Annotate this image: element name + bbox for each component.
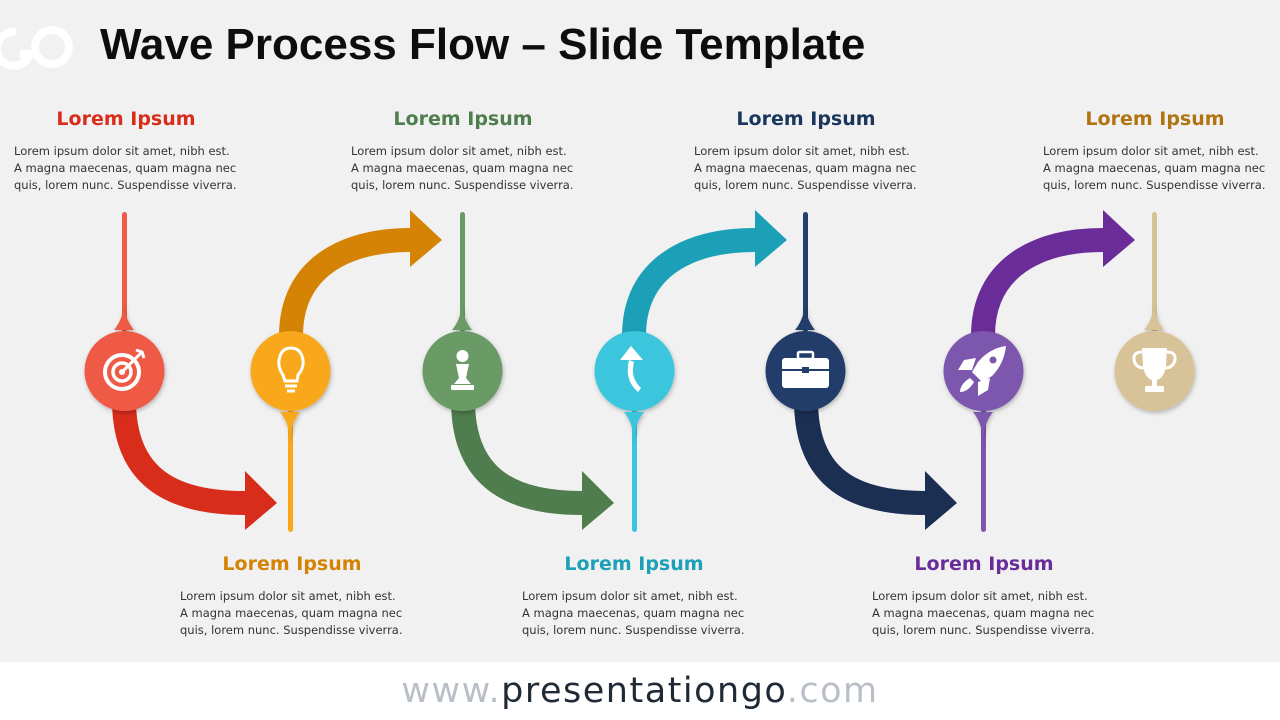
- flow-arrow-3: [451, 399, 583, 515]
- footer-url-suffix: .com: [786, 671, 879, 711]
- step-5-line-1: Lorem ipsum dolor sit amet, nibh est.: [694, 144, 910, 158]
- slide-title: Wave Process Flow – Slide Template: [100, 20, 866, 69]
- step-3-line-3: quis, lorem nunc. Suspendisse viverra.: [351, 178, 574, 192]
- footer-url[interactable]: www.presentationgo.com: [401, 671, 878, 711]
- step-7-line-1: Lorem ipsum dolor sit amet, nibh est.: [1043, 144, 1259, 158]
- step-4-line-1: Lorem ipsum dolor sit amet, nibh est.: [522, 589, 738, 603]
- step-4-heading: Lorem Ipsum: [564, 553, 704, 575]
- step-6-line-3: quis, lorem nunc. Suspendisse viverra.: [872, 623, 1095, 637]
- flow-arrow-head-6: [1103, 210, 1135, 267]
- step-2-line-2: A magna maecenas, quam magna nec: [180, 606, 403, 620]
- target-icon: [103, 348, 146, 391]
- curved-arrow-icon: [620, 346, 643, 392]
- step-6-line-2: A magna maecenas, quam magna nec: [872, 606, 1095, 620]
- briefcase-icon: [782, 350, 829, 388]
- step-2-line-3: quis, lorem nunc. Suspendisse viverra.: [180, 623, 403, 637]
- step-3-line-1: Lorem ipsum dolor sit amet, nibh est.: [351, 144, 567, 158]
- step-5-heading: Lorem Ipsum: [736, 108, 876, 130]
- wave-process-diagram: [84, 210, 1195, 532]
- flow-arrow-4: [622, 228, 756, 337]
- flow-arrow-head-3: [582, 471, 614, 530]
- stem-7: [1152, 212, 1157, 332]
- flow-arrow-head-4: [755, 210, 787, 267]
- slide-canvas: Wave Process Flow – Slide Template: [0, 20, 1275, 639]
- stem-1: [122, 212, 127, 332]
- step-7-line-3: quis, lorem nunc. Suspendisse viverra.: [1043, 178, 1266, 192]
- flow-arrow-head-5: [925, 471, 957, 530]
- chess-pawn-icon: [451, 350, 474, 390]
- step-7-line-2: A magna maecenas, quam magna nec: [1043, 161, 1266, 175]
- brand-logo-icon: [0, 26, 73, 70]
- step-7-heading: Lorem Ipsum: [1085, 108, 1225, 130]
- step-7-description: Lorem ipsum dolor sit amet, nibh est. A …: [1043, 143, 1275, 194]
- stem-4: [632, 405, 637, 532]
- step-4-line-3: quis, lorem nunc. Suspendisse viverra.: [522, 623, 745, 637]
- node-5: [765, 300, 846, 411]
- step-4-line-2: A magna maecenas, quam magna nec: [522, 606, 745, 620]
- footer: www.presentationgo.com: [0, 662, 1280, 720]
- step-1-heading: Lorem Ipsum: [56, 108, 196, 130]
- step-4-description: Lorem ipsum dolor sit amet, nibh est. A …: [522, 588, 762, 639]
- flow-arrow-head-1: [245, 471, 277, 530]
- step-5-line-3: quis, lorem nunc. Suspendisse viverra.: [694, 178, 917, 192]
- step-1-description: Lorem ipsum dolor sit amet, nibh est. A …: [14, 143, 254, 194]
- node-2: [250, 331, 331, 444]
- stem-2: [288, 405, 293, 532]
- step-6-heading: Lorem Ipsum: [914, 553, 1054, 575]
- step-2-heading: Lorem Ipsum: [222, 553, 362, 575]
- step-5-description: Lorem ipsum dolor sit amet, nibh est. A …: [694, 143, 934, 194]
- step-3-description: Lorem ipsum dolor sit amet, nibh est. A …: [351, 143, 591, 194]
- step-6-description: Lorem ipsum dolor sit amet, nibh est. A …: [872, 588, 1112, 639]
- rocket-icon: [958, 346, 1006, 396]
- footer-url-prefix: www.: [401, 671, 502, 711]
- footer-url-brand: presentationgo: [501, 671, 787, 711]
- stem-6: [981, 405, 986, 532]
- step-1-line-2: A magna maecenas, quam magna nec: [14, 161, 237, 175]
- stem-5: [803, 212, 808, 332]
- step-2-line-1: Lorem ipsum dolor sit amet, nibh est.: [180, 589, 396, 603]
- flow-arrow-1: [112, 399, 246, 515]
- step-1-line-1: Lorem ipsum dolor sit amet, nibh est.: [14, 144, 230, 158]
- step-5-line-2: A magna maecenas, quam magna nec: [694, 161, 917, 175]
- flow-arrow-2: [279, 228, 411, 337]
- step-2-description: Lorem ipsum dolor sit amet, nibh est. A …: [180, 588, 420, 639]
- step-3-heading: Lorem Ipsum: [393, 108, 533, 130]
- stem-3: [460, 212, 465, 332]
- step-1-line-3: quis, lorem nunc. Suspendisse viverra.: [14, 178, 237, 192]
- step-3-line-2: A magna maecenas, quam magna nec: [351, 161, 574, 175]
- node-4: [594, 331, 675, 444]
- step-6-line-1: Lorem ipsum dolor sit amet, nibh est.: [872, 589, 1088, 603]
- lightbulb-icon: [277, 346, 305, 393]
- flow-arrow-head-2: [410, 210, 442, 267]
- trophy-icon: [1132, 348, 1177, 392]
- flow-arrow-6: [971, 228, 1104, 337]
- flow-arrow-5: [794, 399, 926, 515]
